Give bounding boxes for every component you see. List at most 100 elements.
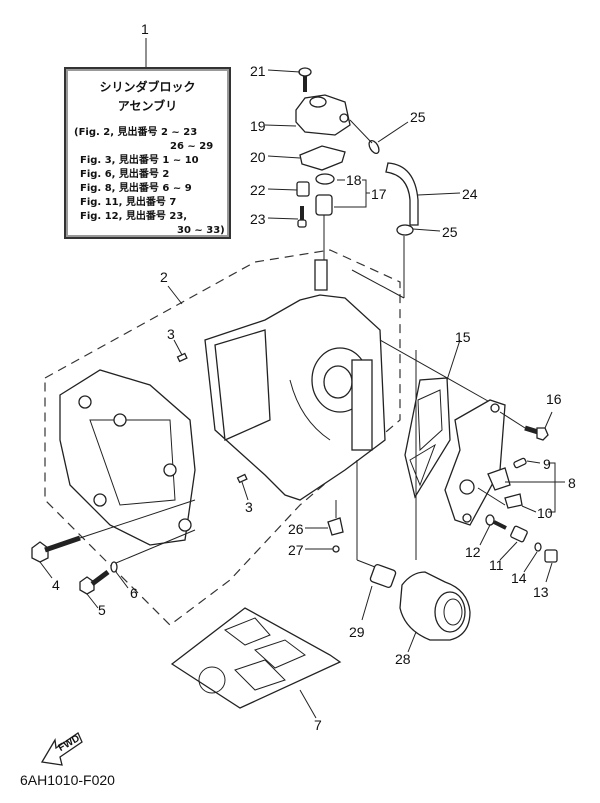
thermostat-17 [315,194,333,260]
assembly-title-box: シリンダブロック アセンブリ (Fig. 2, 見出番号 2 ~ 23 26 ~… [64,67,231,239]
collar-22 [296,181,310,197]
bolt-12 [479,514,507,546]
callout-12: 12 [465,544,481,560]
callout-14: 14 [511,570,527,586]
callout-17: 17 [371,186,387,202]
dowel-pin-lower [236,473,248,484]
leader-line-25b [412,228,441,232]
leader-line-9 [526,460,541,464]
washer-6 [110,561,118,573]
leader-line-20 [267,155,301,159]
bracket-8 [548,462,565,513]
leader-line-6-axis [115,529,196,564]
callout-6: 6 [130,585,138,601]
bolt-4 [31,499,196,579]
callout-15: 15 [455,329,471,345]
bolt-5 [79,570,110,609]
callout-13: 13 [533,584,549,600]
reference-line: Fig. 3, 見出番号 1 ~ 10 [80,155,199,166]
leader-line-6 [115,571,129,589]
callout-23: 23 [250,211,266,227]
callout-20: 20 [250,149,266,165]
reference-line: 30 ~ 33) [177,225,225,236]
link-rod [477,487,506,506]
assembly-name-line2: アセンブリ [117,99,178,113]
leader-line-clamp-axis [349,119,373,144]
sleeve-11 [510,525,528,543]
fwd-arrow-icon [40,732,83,766]
hose-to-block-line-2 [351,269,405,299]
o-ring-14 [534,542,542,552]
callout-26: 26 [288,521,304,537]
callout-1: 1 [141,21,149,37]
callout-18: 18 [346,172,362,188]
callout-10: 10 [537,505,553,521]
leader-line-11 [499,541,518,561]
callout-21: 21 [250,63,266,79]
leader-line-19 [264,124,297,127]
leader-line-25a [377,121,409,143]
callout-27: 27 [288,542,304,558]
leader-line-3a [173,339,183,356]
gasket-15 [404,377,451,499]
callout-5: 5 [98,602,106,618]
block-to-cover-line [379,339,496,406]
leader-line-2 [167,285,183,305]
leader-line-7 [299,689,317,719]
cylinder-block-assembly-outline [44,249,401,626]
callout-22: 22 [250,182,266,198]
callout-4: 4 [52,577,60,593]
cover-plate [444,399,506,526]
thermostat-cover-19 [295,94,351,136]
screw-27 [305,545,340,553]
reference-line: 26 ~ 29 [170,141,214,152]
callout-16: 16 [546,391,562,407]
callout-3: 3 [245,499,253,515]
leader-line-22 [267,188,298,191]
callout-28: 28 [395,651,411,667]
callout-24: 24 [462,186,478,202]
gasket-7 [170,607,342,709]
reference-line: Fig. 8, 見出番号 6 ~ 9 [80,183,192,194]
reference-line: (Fig. 2, 見出番号 2 ~ 23 [74,127,198,138]
callout-11: 11 [489,557,504,573]
assembly-name-line1: シリンダブロック [99,80,196,94]
fitting-10 [504,493,523,509]
bolt-21 [267,67,312,92]
leader-line-14 [523,551,538,573]
seal-18 [315,173,335,185]
oil-filter-28 [399,571,471,653]
reference-line: Fig. 12, 見出番号 23, [80,211,188,222]
bearing-housing-frame [59,369,196,546]
reference-line: Fig. 11, 見出番号 7 [80,197,177,208]
reference-line: Fig. 6, 見出番号 2 [80,169,170,180]
hose-clamp-lower [396,224,414,236]
callout-25: 25 [442,224,458,240]
dowel-pin-upper [176,352,188,363]
callout-7: 7 [314,717,322,733]
callout-29: 29 [349,624,365,640]
plug-13 [544,549,558,583]
lever-8 [487,467,511,491]
callout-19: 19 [250,118,266,134]
leader-line-3b [241,481,249,501]
callout-8: 8 [568,475,576,491]
callout-2: 2 [160,269,168,285]
hose-24 [385,162,419,226]
diagram-code: 6AH1010-F020 [20,772,115,788]
leader-line-15 [446,339,461,381]
leader-line-10 [521,505,537,513]
gasket-20 [299,145,346,171]
bolt-16 [499,411,553,441]
cylinder-block [204,259,386,501]
bracket-17 [334,179,370,208]
callout-25: 25 [410,109,426,125]
callout-9: 9 [543,456,551,472]
leader-line-24 [417,192,461,196]
anode-26 [327,517,344,536]
union-bolt-29 [356,460,397,621]
bolt-23 [267,206,307,228]
pin-9 [513,457,527,469]
